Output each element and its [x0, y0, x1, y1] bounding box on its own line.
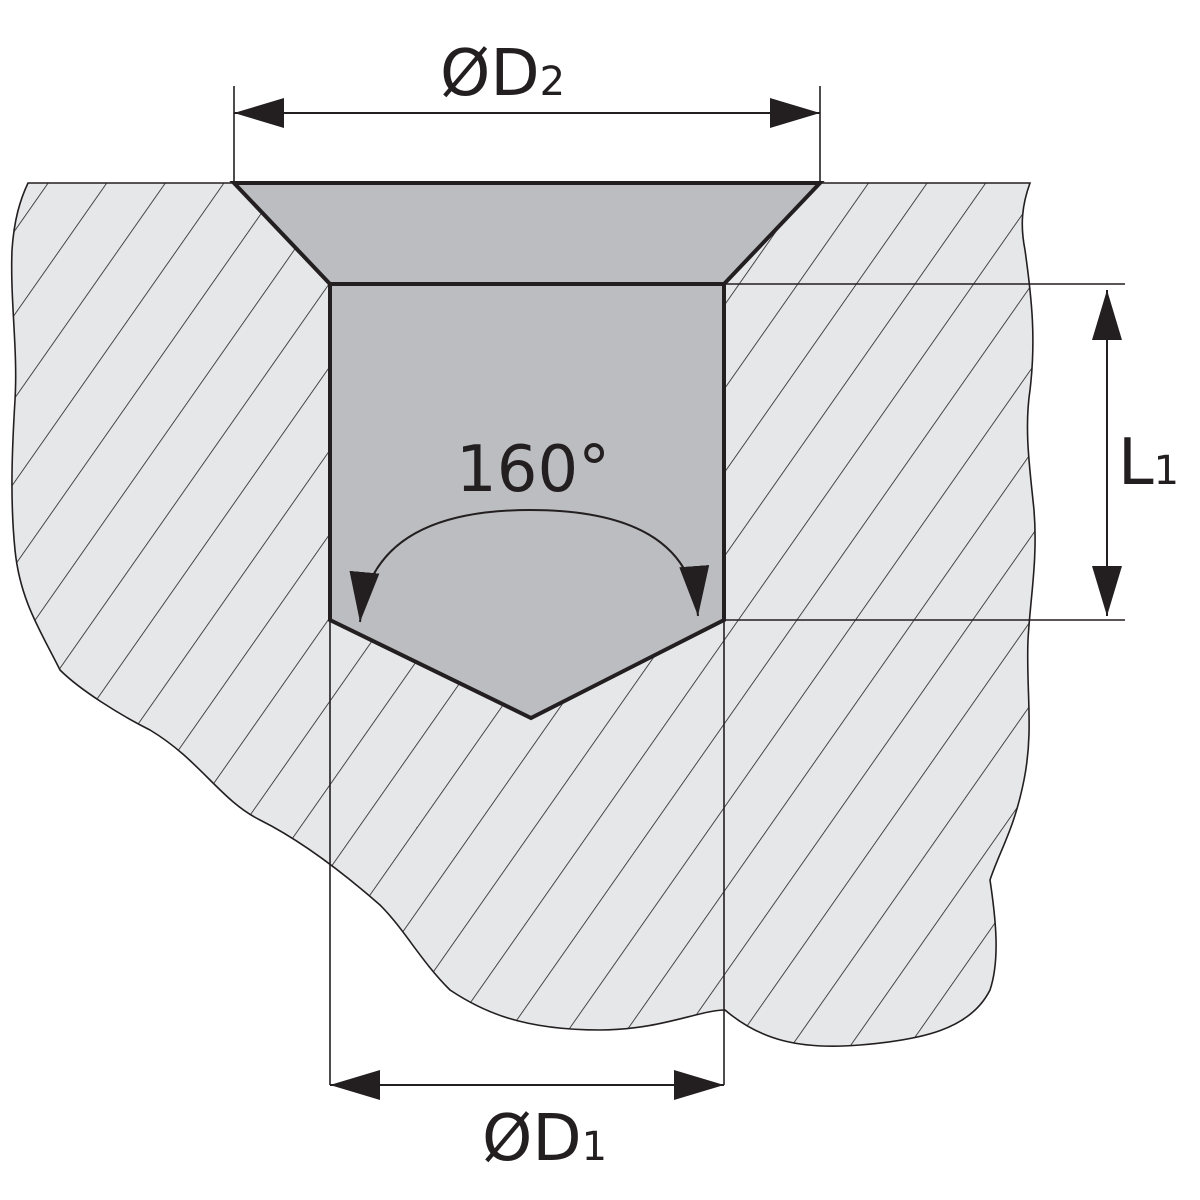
l1-label: L1: [1118, 426, 1179, 500]
d1-label: ØD1: [482, 1102, 607, 1176]
angle-arc: [349, 508, 710, 623]
d2-label: ØD2: [440, 37, 565, 111]
d1-dimension: ØD1: [329, 620, 725, 1176]
angle-label: 160°: [456, 433, 610, 507]
l1-dimension: L1: [724, 283, 1179, 621]
point-angle-dimension: 160°: [349, 433, 710, 623]
d2-dimension: ØD2: [233, 37, 821, 183]
